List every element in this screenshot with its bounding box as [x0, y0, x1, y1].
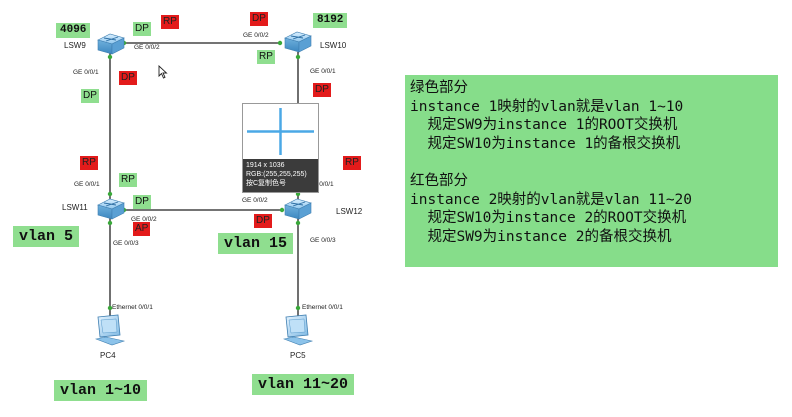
port-role-tag: RP [119, 173, 137, 187]
port-label: GE 0/0/3 [310, 237, 336, 244]
switch-label-lsw10: LSW10 [320, 41, 347, 50]
pc-icon[interactable] [94, 314, 126, 346]
port-label: Ethernet 0/0/1 [302, 304, 343, 311]
color-picker-hint: 按C复制色号 [246, 180, 287, 187]
color-picker-tooltip: 1914 x 1036 RGB:(255,255,255) 按C复制色号 [242, 103, 319, 193]
port-role-tag: DP [313, 83, 331, 97]
switch-icon[interactable] [97, 33, 125, 55]
red-section-title: 红色部分 [410, 172, 468, 189]
port-label: GE 0/0/2 [243, 32, 269, 39]
port-label: GE 0/0/1 [310, 68, 336, 75]
port-role-tag: DP [133, 22, 151, 36]
color-picker-size: 1914 x 1036 [246, 162, 285, 169]
port-label: GE 0/0/1 [308, 181, 334, 188]
port-role-tag: DP [250, 12, 268, 26]
port-label: GE 0/0/2 [134, 44, 160, 51]
port-label: GE 0/0/1 [74, 181, 100, 188]
spacer [410, 153, 773, 172]
vlan-label: vlan 5 [13, 226, 80, 247]
mouse-cursor-icon [158, 65, 168, 79]
color-picker-rgb: RGB:(255,255,255) [246, 171, 307, 178]
red-section-line: instance 2映射的vlan就是vlan 11~20 [410, 191, 693, 208]
explanation-panel: 绿色部分 instance 1映射的vlan就是vlan 1~10 规定SW9为… [405, 75, 778, 267]
green-section-line: instance 1映射的vlan就是vlan 1~10 [410, 98, 684, 115]
port-role-tag: RP [257, 50, 275, 64]
pc-icon[interactable] [282, 314, 314, 346]
port-role-tag: RP [343, 156, 361, 170]
switch-label-lsw12: LSW12 [336, 207, 363, 216]
port-role-tag: DP [81, 89, 99, 103]
port-role-tag: DP [119, 71, 137, 85]
pc-label-pc4: PC4 [100, 351, 116, 360]
port-role-tag: DP [133, 195, 151, 209]
port-role-tag: RP [80, 156, 98, 170]
switch-label-lsw11: LSW11 [62, 203, 88, 212]
switch-icon[interactable] [284, 31, 312, 53]
interface-dots [107, 40, 301, 311]
pc-label-pc5: PC5 [290, 351, 306, 360]
red-section-line: 规定SW9为instance 2的备根交换机 [410, 228, 672, 245]
color-picker-info: 1914 x 1036 RGB:(255,255,255) 按C复制色号 [243, 159, 318, 192]
priority-badge-lsw9: 4096 [56, 23, 91, 38]
switch-label-lsw9: LSW9 [64, 41, 86, 50]
red-section-line: 规定SW10为instance 2的ROOT交换机 [410, 210, 687, 227]
switch-icon[interactable] [97, 198, 125, 220]
port-label: GE 0/0/1 [73, 69, 99, 76]
crosshair-icon [247, 108, 314, 155]
green-section-line: 规定SW9为instance 1的ROOT交换机 [410, 117, 678, 134]
green-section-line: 规定SW10为instance 1的备根交换机 [410, 135, 681, 152]
switch-icon[interactable] [284, 198, 312, 220]
vlan-label: vlan 1~10 [54, 380, 148, 401]
port-label: GE 0/0/3 [113, 240, 139, 247]
vlan-label: vlan 11~20 [252, 374, 355, 395]
port-label: GE 0/0/2 [242, 197, 268, 204]
port-label: GE 0/0/2 [131, 216, 157, 223]
green-section-title: 绿色部分 [410, 80, 468, 96]
port-role-tag: AP [133, 222, 151, 236]
port-label: Ethernet 0/0/1 [112, 304, 153, 311]
vlan-label: vlan 15 [218, 233, 294, 254]
port-role-tag: DP [254, 214, 272, 228]
priority-badge-lsw10: 8192 [313, 13, 348, 28]
port-role-tag: RP [161, 15, 179, 29]
